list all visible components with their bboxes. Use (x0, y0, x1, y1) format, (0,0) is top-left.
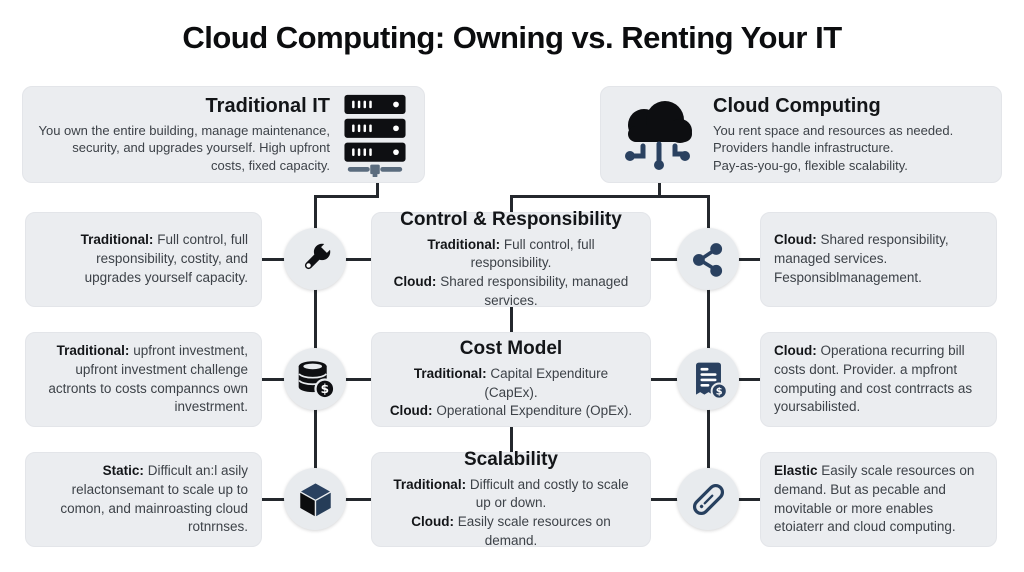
row2-right-label: Cloud: (774, 342, 817, 358)
wrench-icon (304, 240, 334, 270)
connector-right-column (707, 195, 710, 500)
row1-left-body: Full control, full responsibility, costi… (84, 232, 248, 285)
cloud-computing-description: You rent space and resources as needed. … (713, 122, 987, 175)
row2-center-label-2: Cloud: (389, 403, 433, 419)
row2-cloud-note: Cloud: Operationa recurring bill costs d… (760, 332, 997, 427)
cloud-description-line: Pay-as-you-go, flexible scalability. (713, 157, 908, 173)
row3-right-body: Easily scale resources on demand. But as… (774, 462, 975, 535)
row3-center-label-1: Traditional: (393, 476, 467, 492)
page-title: Cloud Computing: Owning vs. Renting Your… (182, 20, 842, 55)
row3-right-label: Elastic (774, 462, 818, 478)
server-rack-icon (340, 93, 410, 177)
cloud-network-icon (615, 94, 703, 176)
row3-left-body: Difficult an:l asily relactonsemant to s… (60, 462, 248, 535)
row3-topic-cloud: Cloud: Easily scale resources on demand. (386, 513, 636, 550)
invoice-icon-circle: $ (677, 348, 739, 410)
row1-right-body: Shared responsibility, managed services.… (774, 232, 949, 285)
share-icon-circle (677, 228, 739, 290)
row1-topic-title: Control & Responsibility (400, 208, 622, 230)
row2-center-text-2: Operational Expenditure (OpEx). (436, 403, 633, 419)
connector-center-stub-mid1 (510, 307, 513, 333)
row2-cloud-text: Cloud: Operationa recurring bill costs d… (774, 342, 983, 418)
row3-center-label-2: Cloud: (411, 514, 454, 529)
cloud-computing-card: Cloud Computing You rent space and resou… (600, 86, 1002, 183)
connector-left-elbow (314, 195, 379, 198)
row3-cloud-note: Elastic Easily scale resources on demand… (760, 452, 997, 547)
share-icon (693, 243, 723, 277)
row3-left-label: Static: (102, 462, 144, 478)
row2-topic-cloud: Cloud: Operational Expenditure (OpEx). (386, 402, 636, 421)
cube-icon (298, 481, 332, 518)
connector-traditional-drop (376, 183, 379, 197)
svg-text:$: $ (320, 382, 328, 396)
row1-traditional-note: Traditional: Full control, full responsi… (25, 212, 262, 307)
stretch-icon-circle (677, 468, 739, 530)
traditional-it-title: Traditional IT (205, 94, 330, 117)
row2-traditional-note: Traditional: upfront investment, upfront… (25, 332, 262, 427)
coins-icon-circle: $ (284, 348, 346, 410)
row2-left-body: upfront investment, upfront investment c… (48, 342, 248, 415)
row2-topic-traditional: Traditional: Capital Expenditure (CapEx)… (386, 365, 636, 402)
cloud-description-line: You rent space and resources as needed. (713, 122, 954, 138)
row1-center-text-2: Shared responsibility, managed services. (440, 274, 629, 308)
row2-center-text-1: Capital Expenditure (CapEx). (484, 366, 609, 400)
invoice-icon: $ (695, 362, 728, 400)
row1-cloud-note: Cloud: Shared responsibility, managed se… (760, 212, 997, 307)
row1-traditional-text: Traditional: Full control, full responsi… (39, 231, 248, 288)
row3-center-text-2: Easily scale resources on demand. (457, 514, 611, 548)
row1-topic-traditional: Traditional: Full control, full responsi… (386, 236, 636, 273)
row1-cloud-text: Cloud: Shared responsibility, managed se… (774, 231, 983, 288)
row1-topic-cloud: Cloud: Shared responsibility, managed se… (386, 273, 636, 310)
row1-center-text-1: Full control, full responsibility. (470, 236, 595, 271)
connector-center-stub-top (510, 195, 513, 214)
connector-center-stub-mid2 (510, 427, 513, 453)
cloud-description-line: Providers handle infrastructure. (713, 140, 894, 156)
row3-traditional-text: Static: Difficult an:l asily relactonsem… (39, 462, 248, 538)
stretch-icon (692, 483, 724, 515)
row2-traditional-text: Traditional: upfront investment, upfront… (39, 342, 248, 418)
row2-center-label-1: Traditional: (413, 366, 487, 382)
connector-right-elbow (510, 195, 710, 198)
row1-right-label: Cloud: (774, 232, 817, 248)
coins-icon: $ (297, 360, 335, 399)
row2-topic-title: Cost Model (459, 338, 563, 360)
row1-center-label-1: Traditional: (427, 236, 501, 252)
cloud-computing-title: Cloud Computing (713, 94, 881, 117)
row2-right-body: Operationa recurring bill costs dont. Pr… (774, 342, 973, 415)
svg-text:$: $ (715, 386, 722, 397)
row3-topic-card: Scalability Traditional: Difficult and c… (371, 448, 651, 550)
row1-left-label: Traditional: (80, 232, 154, 248)
row1-topic-card: Control & Responsibility Traditional: Fu… (371, 208, 651, 310)
row3-topic-title: Scalability (464, 448, 558, 470)
row3-traditional-note: Static: Difficult an:l asily relactonsem… (25, 452, 262, 547)
row2-left-label: Traditional: (56, 342, 130, 358)
traditional-it-card: Traditional IT You own the entire buildi… (22, 86, 425, 183)
wrench-icon-circle (284, 228, 346, 290)
connector-left-column (314, 195, 317, 500)
row3-center-text-1: Difficult and costly to scale up or down… (469, 476, 629, 511)
row3-topic-traditional: Traditional: Difficult and costly to sca… (386, 476, 636, 513)
row1-center-label-2: Cloud: (393, 274, 437, 289)
row2-topic-card: Cost Model Traditional: Capital Expendit… (371, 332, 651, 427)
cube-icon-circle (284, 468, 346, 530)
connector-cloud-drop (658, 183, 661, 197)
row3-cloud-text: Elastic Easily scale resources on demand… (774, 462, 983, 538)
traditional-it-description: You own the entire building, manage main… (38, 122, 330, 173)
